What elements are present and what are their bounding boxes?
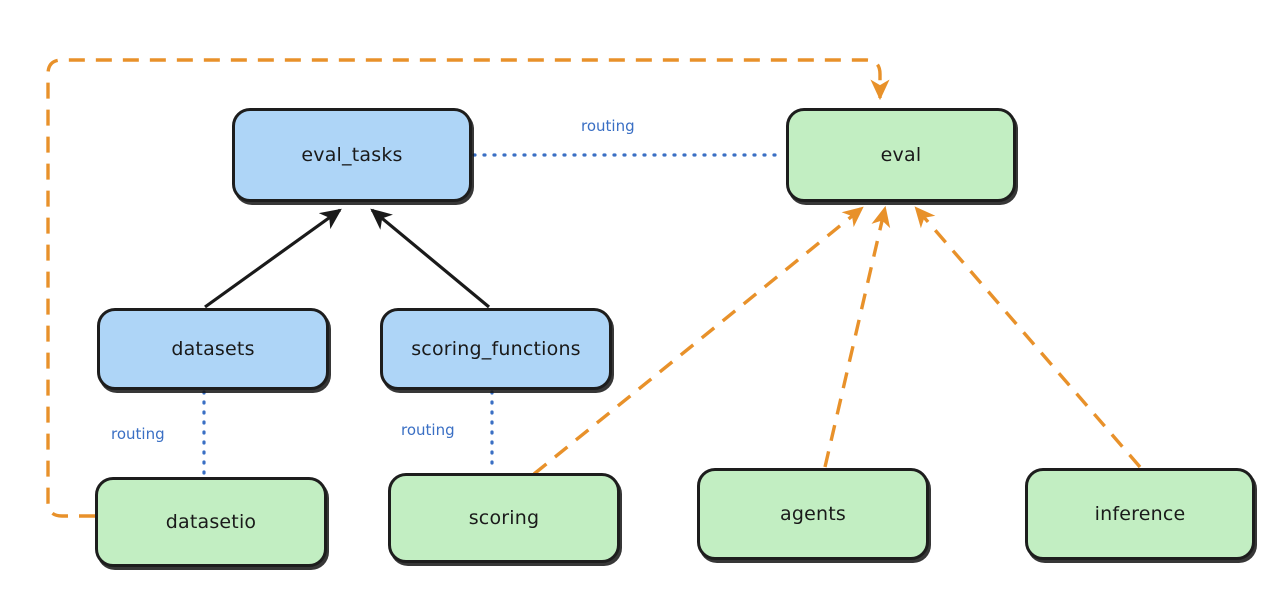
node-label: agents [780,503,846,525]
node-inference[interactable]: inference [1025,468,1255,560]
edge-label-routing-scoring-functions-scoring: routing [398,421,458,439]
node-label: inference [1094,503,1186,525]
node-label: datasetio [165,511,257,533]
node-label: scoring_functions [411,338,581,360]
edge-agents-to-eval [823,205,891,468]
node-datasetio[interactable]: datasetio [95,477,327,567]
edge-label-routing-eval-tasks-eval: routing [578,117,638,135]
node-label: datasets [171,338,255,360]
edge-scoring-to-eval [532,206,864,476]
node-eval-tasks[interactable]: eval_tasks [232,108,472,202]
node-scoring-functions[interactable]: scoring_functions [380,308,612,390]
edge-datasets-to-eval_tasks [204,208,342,309]
node-agents[interactable]: agents [697,468,929,560]
node-datasets[interactable]: datasets [97,308,329,390]
edge-scoring_functions-to-eval_tasks [370,208,491,309]
node-eval[interactable]: eval [786,108,1016,202]
edge-datasetio-to-eval [46,58,890,518]
node-scoring[interactable]: scoring [388,473,620,563]
node-label: scoring [468,507,540,529]
node-label: eval_tasks [301,144,403,166]
edge-label-routing-datasets-datasetio: routing [108,425,168,443]
node-label: eval [880,144,922,166]
edge-inference-to-eval [914,206,1142,469]
